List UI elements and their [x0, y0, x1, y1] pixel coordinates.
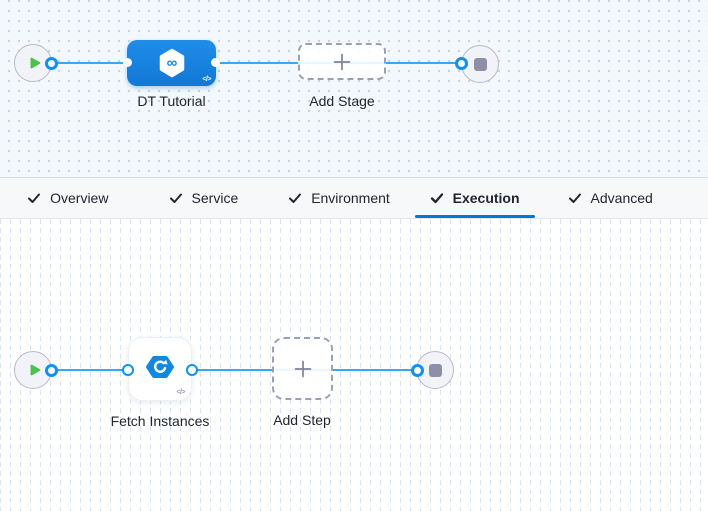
check-icon — [289, 193, 302, 203]
tab-overview[interactable]: Overview — [0, 178, 136, 218]
add-stage-label: Add Stage — [309, 93, 375, 109]
end-in-port[interactable] — [455, 57, 468, 70]
start-out-port[interactable] — [45, 57, 58, 70]
tab-environment[interactable]: Environment — [271, 178, 407, 218]
svg-text:∞: ∞ — [166, 55, 177, 72]
stage-left-port[interactable] — [123, 58, 132, 67]
check-icon — [28, 193, 41, 203]
check-icon — [169, 193, 182, 203]
end-in-port[interactable] — [411, 364, 424, 377]
start-out-port[interactable] — [45, 364, 58, 377]
tab-service[interactable]: Service — [136, 178, 272, 218]
step-right-port[interactable] — [186, 364, 198, 376]
stop-icon — [428, 363, 442, 377]
stage-node-dt-tutorial[interactable]: ∞ </> — [123, 40, 220, 86]
step-name-label: Fetch Instances — [110, 413, 210, 429]
play-icon — [30, 57, 40, 69]
pipeline-end-node[interactable] — [461, 45, 499, 83]
stage-right-port[interactable] — [211, 58, 220, 67]
step-code-icon: </> — [176, 389, 185, 396]
plus-icon — [333, 53, 351, 70]
connector-line — [40, 369, 423, 371]
active-tab-indicator — [414, 215, 535, 218]
check-icon — [568, 193, 581, 203]
tab-label: Environment — [311, 190, 390, 206]
execution-graph-canvas[interactable]: </> Fetch Instances Add Step — [0, 219, 708, 511]
cd-infinity-hexagon-icon: ∞ — [159, 48, 184, 78]
connector-line — [40, 62, 468, 64]
play-icon — [30, 364, 40, 376]
stage-graph-canvas[interactable]: ∞ </> DT Tutorial Add Stage — [0, 0, 708, 178]
tab-label: Service — [191, 190, 239, 206]
step-left-port[interactable] — [122, 364, 134, 376]
add-step-label: Add Step — [273, 412, 331, 428]
tab-execution[interactable]: Execution — [407, 178, 543, 218]
step-node-fetch-instances[interactable]: </> — [122, 337, 198, 401]
tab-label: Execution — [452, 190, 520, 206]
stop-icon — [473, 57, 487, 71]
tab-label: Advanced — [590, 190, 653, 206]
add-step-button[interactable] — [272, 337, 333, 400]
plus-icon — [294, 360, 311, 377]
stage-code-icon: </> — [202, 76, 211, 83]
tab-label: Overview — [50, 190, 109, 206]
tab-advanced[interactable]: Advanced — [542, 178, 678, 218]
add-stage-button[interactable] — [298, 43, 386, 80]
check-icon — [430, 193, 443, 204]
redeploy-hexagon-icon — [146, 355, 174, 378]
stage-config-tabs: Overview Service Environment Execution A… — [0, 178, 708, 219]
stage-name-label: DT Tutorial — [137, 93, 206, 109]
